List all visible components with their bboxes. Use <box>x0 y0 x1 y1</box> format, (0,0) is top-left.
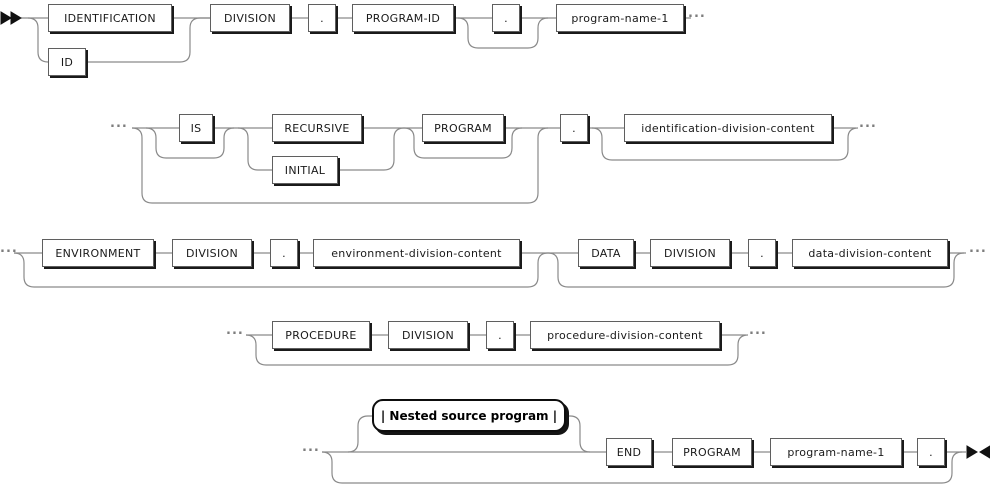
variable-box-data-division-content: data-division-content <box>792 239 948 267</box>
keyword-box-program-r5: PROGRAM <box>672 438 752 466</box>
separator-dot-box-r2: . <box>560 114 588 142</box>
end-symbol-icon <box>966 445 990 459</box>
keyword-box-identification: IDENTIFICATION <box>48 4 172 32</box>
variable-box-environment-division-content: environment-division-content <box>313 239 520 267</box>
keyword-box-is: IS <box>179 114 213 142</box>
separator-dot-box-r5: . <box>917 438 945 466</box>
separator-dot-box-r3a: . <box>270 239 298 267</box>
separator-dot-box-r4: . <box>486 321 514 349</box>
variable-box-program-name-1: program-name-1 <box>556 4 684 32</box>
variable-box-program-name-1-end: program-name-1 <box>770 438 902 466</box>
continuation-dots: ··· <box>859 119 877 135</box>
separator-dot-box-r1b: . <box>492 4 520 32</box>
keyword-box-initial: INITIAL <box>272 156 338 184</box>
keyword-box-division-r1: DIVISION <box>210 4 290 32</box>
continuation-dots: ··· <box>302 443 320 459</box>
row2-connectors <box>131 127 859 204</box>
row5-connectors <box>321 415 966 484</box>
fragment-box-nested-source-program: | Nested source program | <box>372 399 566 432</box>
keyword-box-data: DATA <box>578 239 634 267</box>
separator-dot-box-r3b: . <box>748 239 776 267</box>
separator-dot-box-r1a: . <box>308 4 336 32</box>
continuation-dots: ··· <box>688 9 706 25</box>
continuation-dots: ··· <box>969 244 987 260</box>
start-symbol-icon <box>0 11 22 25</box>
keyword-box-end: END <box>606 438 652 466</box>
row1-connectors <box>21 17 691 63</box>
keyword-box-environment: ENVIRONMENT <box>42 239 154 267</box>
continuation-dots: ··· <box>226 326 244 342</box>
keyword-box-id: ID <box>48 48 86 76</box>
variable-box-procedure-division-content: procedure-division-content <box>530 321 720 349</box>
row4-connectors <box>245 334 749 366</box>
keyword-box-division-r3b: DIVISION <box>650 239 730 267</box>
keyword-box-division-r4: DIVISION <box>388 321 468 349</box>
keyword-box-division-r3a: DIVISION <box>172 239 252 267</box>
variable-box-identification-division-content: identification-division-content <box>624 114 832 142</box>
continuation-dots: ··· <box>0 244 18 260</box>
continuation-dots: ··· <box>749 326 767 342</box>
keyword-box-program-id: PROGRAM-ID <box>352 4 454 32</box>
keyword-box-procedure: PROCEDURE <box>272 321 370 349</box>
keyword-box-recursive: RECURSIVE <box>272 114 362 142</box>
row3-connectors <box>13 252 966 288</box>
continuation-dots: ··· <box>110 119 128 135</box>
keyword-box-program-r2: PROGRAM <box>422 114 504 142</box>
